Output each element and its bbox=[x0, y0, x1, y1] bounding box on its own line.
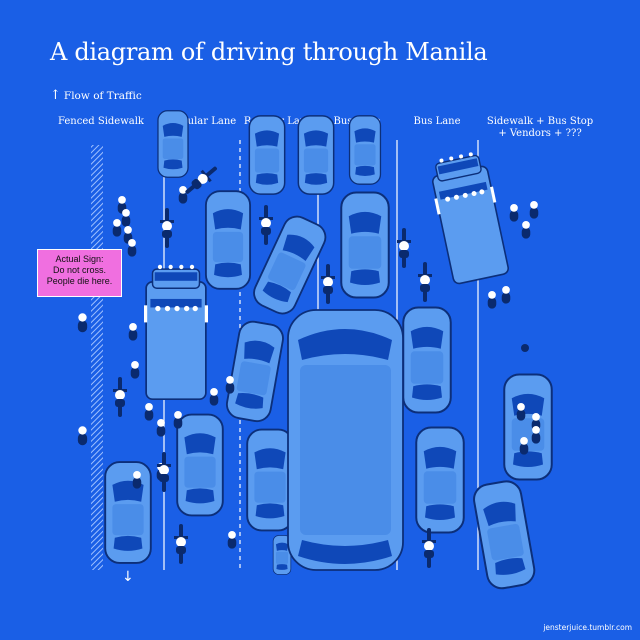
car bbox=[176, 413, 224, 517]
car bbox=[297, 115, 335, 195]
lane-label-line-1: Sidewalk + Bus Stop bbox=[486, 116, 594, 127]
pedestrian bbox=[529, 201, 539, 219]
sign-line-3: People die here. bbox=[46, 276, 113, 286]
pedestrian bbox=[521, 221, 531, 239]
car bbox=[104, 461, 152, 564]
lane-label-line-2: + Vendors + ??? bbox=[498, 128, 582, 139]
motorcycle bbox=[160, 208, 174, 248]
motorcycle bbox=[321, 264, 335, 304]
warning-sign: Actual Sign: Do not cross. People die he… bbox=[37, 249, 122, 297]
flow-of-traffic-label: ↑Flow of Traffic bbox=[50, 88, 142, 103]
car bbox=[157, 110, 189, 178]
pedestrian bbox=[509, 204, 519, 222]
lane-label-sidewalk-bus-stop: Sidewalk + Bus Stop + Vendors + ??? bbox=[487, 116, 593, 140]
car bbox=[402, 306, 452, 414]
pedestrian bbox=[77, 313, 88, 333]
car-angled bbox=[470, 477, 538, 592]
fence bbox=[91, 145, 103, 570]
pedestrian bbox=[516, 403, 526, 421]
large-bus bbox=[287, 309, 404, 571]
lane-label-bus-lane-2: Bus Lane bbox=[413, 116, 461, 127]
motorcycle bbox=[174, 524, 188, 564]
pedestrian bbox=[178, 186, 188, 204]
sign-line-1: Actual Sign: bbox=[55, 254, 104, 264]
pedestrian bbox=[531, 426, 541, 444]
motorcycle bbox=[259, 205, 273, 245]
pedestrian bbox=[209, 388, 219, 406]
car-angled bbox=[223, 318, 287, 425]
car bbox=[204, 190, 252, 290]
jeepney-angled bbox=[425, 148, 513, 286]
credit-text: jensterjuice.tumblr.com bbox=[543, 623, 632, 632]
pedestrians bbox=[77, 186, 541, 549]
pedestrian bbox=[121, 209, 131, 227]
pedestrian bbox=[127, 239, 137, 257]
flow-text: Flow of Traffic bbox=[63, 90, 142, 102]
pedestrian bbox=[487, 291, 497, 309]
down-arrow-icon: ↓ bbox=[122, 569, 134, 585]
jeepney bbox=[144, 263, 208, 401]
pedestrian bbox=[519, 437, 529, 455]
vehicles bbox=[104, 110, 553, 592]
up-arrow-icon: ↑ bbox=[50, 88, 61, 103]
pedestrian bbox=[77, 426, 88, 446]
pedestrian bbox=[112, 219, 122, 237]
page-title: A diagram of driving through Manila bbox=[50, 38, 488, 66]
pedestrian bbox=[144, 403, 154, 421]
lane-label-regular-lane-1: Regular Lane bbox=[167, 116, 237, 127]
motorcycle bbox=[418, 262, 432, 302]
lane-label-fenced-sidewalk: Fenced Sidewalk bbox=[58, 116, 144, 127]
motorcycle bbox=[422, 528, 436, 568]
pedestrian bbox=[156, 419, 166, 437]
sign-line-2: Do not cross. bbox=[52, 265, 107, 275]
motorcycle bbox=[113, 377, 127, 417]
car bbox=[415, 426, 465, 534]
pedestrian bbox=[501, 286, 511, 304]
car bbox=[340, 191, 390, 299]
pedestrian bbox=[132, 471, 142, 489]
car bbox=[246, 428, 294, 532]
chicken-icon bbox=[521, 344, 529, 352]
pedestrian bbox=[227, 531, 237, 549]
pedestrian bbox=[128, 323, 138, 341]
motorcycle bbox=[397, 228, 411, 268]
car bbox=[248, 115, 286, 195]
car bbox=[503, 373, 553, 481]
pedestrian bbox=[130, 361, 140, 379]
pedestrian bbox=[173, 411, 183, 429]
pedestrian bbox=[225, 376, 235, 394]
car bbox=[348, 115, 382, 185]
